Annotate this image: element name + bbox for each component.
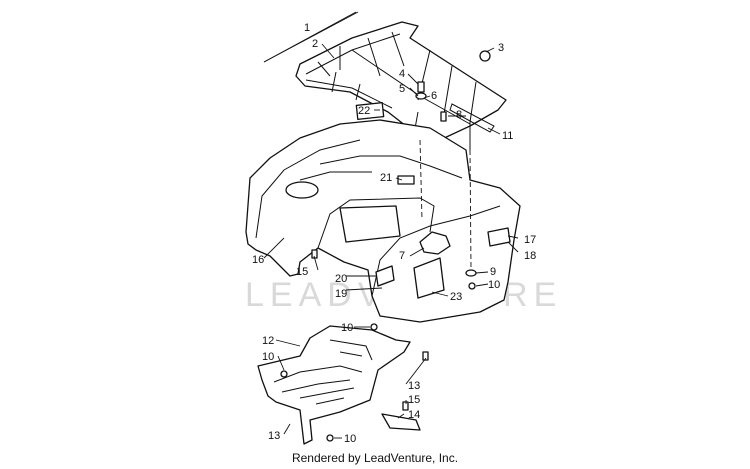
callout-17: 17 — [524, 234, 536, 246]
warning-label-icon — [375, 265, 395, 287]
bolt-icon — [440, 111, 447, 122]
badge-icon — [413, 257, 445, 299]
bolt-icon — [422, 351, 429, 361]
callout-19: 19 — [335, 288, 347, 300]
decal-icon — [397, 175, 415, 185]
bolt-icon — [417, 81, 425, 93]
rear-fender — [245, 119, 521, 323]
footrest-bar — [381, 413, 421, 431]
callout-20: 20 — [335, 273, 347, 285]
callout-1: 1 — [304, 22, 310, 34]
callout-15b: 15 — [408, 394, 420, 406]
footer-credit: Rendered by LeadVenture, Inc. — [291, 451, 459, 465]
hardware — [355, 50, 491, 122]
callout-13b: 13 — [268, 430, 280, 442]
reflector-icon — [487, 227, 511, 247]
callout-15a: 15 — [296, 266, 308, 278]
callout-7: 7 — [399, 250, 405, 262]
storage-compartment — [339, 205, 401, 243]
callout-10c: 10 — [262, 351, 274, 363]
callout-16: 16 — [252, 254, 264, 266]
callout-14: 14 — [408, 409, 420, 421]
cup-holder-icon — [285, 181, 319, 199]
decal-icon — [355, 102, 385, 120]
callout-23: 23 — [450, 291, 462, 303]
nut-icon — [468, 282, 476, 290]
nut-icon — [370, 323, 378, 331]
callout-9: 9 — [490, 266, 496, 278]
callout-10b: 10 — [341, 322, 353, 334]
callout-8: 8 — [456, 109, 462, 121]
callout-4: 4 — [399, 68, 405, 80]
bolt-icon — [402, 401, 409, 411]
callout-5: 5 — [399, 83, 405, 95]
callout-6: 6 — [431, 90, 437, 102]
nut-icon — [479, 50, 491, 62]
nut-icon — [326, 434, 334, 442]
washer-icon — [465, 269, 477, 277]
callout-2: 2 — [312, 38, 318, 50]
callout-13a: 13 — [408, 380, 420, 392]
leader-lines — [263, 43, 519, 439]
washer-icon — [415, 92, 427, 100]
assembly-bracket — [263, 11, 359, 63]
cap-icon — [419, 231, 451, 255]
callout-3: 3 — [498, 42, 504, 54]
callout-22: 22 — [358, 105, 370, 117]
callout-10a: 10 — [488, 279, 500, 291]
nut-icon — [280, 370, 288, 378]
callout-labels: 1 2 3 4 5 6 22 8 11 21 17 18 7 9 10 16 1… — [252, 22, 536, 445]
rear-rack — [295, 21, 507, 150]
callout-10d: 10 — [344, 433, 356, 445]
callout-11: 11 — [502, 130, 513, 142]
callout-21: 21 — [380, 172, 392, 184]
callout-12: 12 — [262, 335, 274, 347]
callout-18: 18 — [524, 250, 536, 262]
